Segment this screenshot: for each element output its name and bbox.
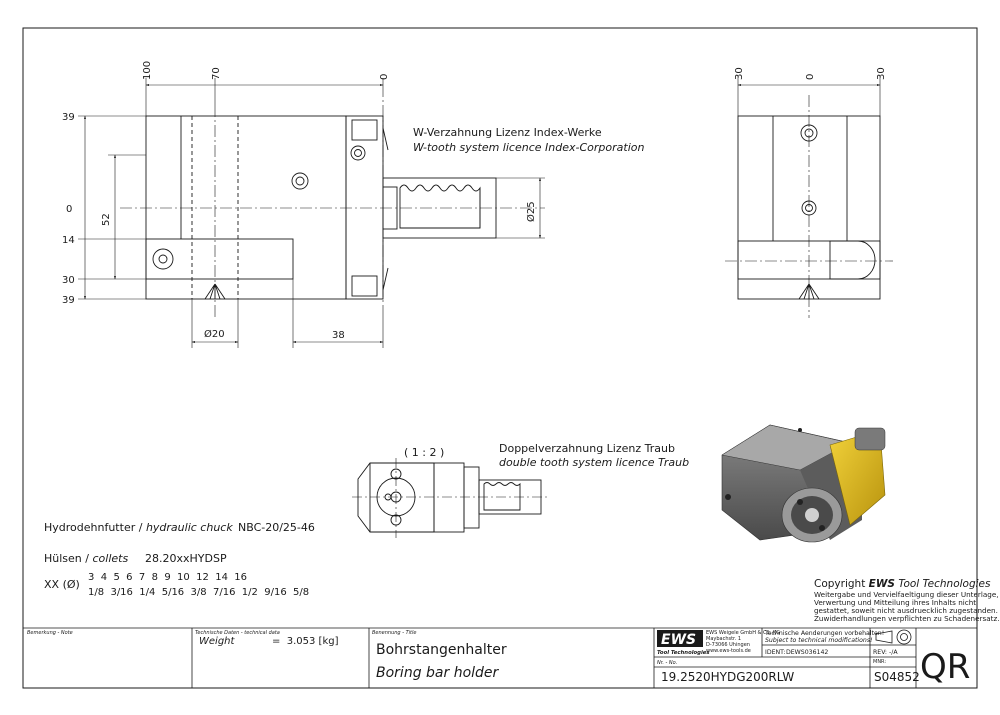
part-number: 19.2520HYDG200RLW <box>661 670 794 684</box>
dim-52: 52 <box>101 213 112 226</box>
sheet-border <box>22 27 978 689</box>
side-dim-30-right: 30 <box>876 67 887 80</box>
side-view <box>725 95 893 318</box>
ews-logo <box>657 630 703 647</box>
dim-38: 38 <box>332 330 345 341</box>
side-dim-0: 0 <box>805 74 816 80</box>
notice-de: Technische Aenderungen vorbehalten! <box>764 630 884 637</box>
nr-label: Nr. - No. <box>657 660 677 666</box>
company-line-3: D-73066 Uhingen <box>706 642 750 648</box>
dim-100: 100 <box>142 61 153 80</box>
detail-scale: ( 1 : 2 ) <box>404 446 444 459</box>
dim-shank-diameter: Ø25 <box>525 201 537 222</box>
copyright-title: Copyright EWS Tool Technologies <box>814 578 991 590</box>
dim-0-top: 0 <box>379 74 390 80</box>
remark-label: Bemerkung - Note <box>27 630 73 636</box>
mnr-label: MNR: <box>873 659 886 665</box>
dim-14: 14 <box>62 235 75 246</box>
note-w-tooth-de: W-Verzahnung Lizenz Index-Werke <box>413 126 602 139</box>
ident-value: DEWS036142 <box>786 649 828 656</box>
title-de: Bohrstangenhalter <box>376 642 507 658</box>
title-block <box>23 627 977 688</box>
dim-70: 70 <box>211 67 222 80</box>
note-double-tooth-en: double tooth system licence Traub <box>499 456 689 469</box>
rev-value: -/A <box>889 649 898 656</box>
company-line-4: www.ews-tools.de <box>706 648 751 654</box>
spec-xx-label: XX (Ø) <box>44 578 80 591</box>
tech-data-label: Technische Daten - technical data <box>195 630 280 636</box>
copyright-line-2: Verwertung und Mitteilung ihres Inhalts … <box>814 598 976 607</box>
ews-logo-sub: Tool Technologies <box>657 650 710 656</box>
notice-en: Subject to technical modifications! <box>765 636 873 644</box>
projection-symbol-icon <box>875 629 912 645</box>
dim-bore-diameter: Ø20 <box>204 328 225 340</box>
rev-label: REV: <box>873 649 887 656</box>
note-w-tooth-en: W-tooth system licence Index-Corporation <box>413 141 644 154</box>
note-double-tooth-de: Doppelverzahnung Lizenz Traub <box>499 442 675 455</box>
side-dimensions <box>737 78 881 116</box>
dim-39-top: 39 <box>62 112 75 123</box>
detail-view <box>352 458 550 538</box>
front-view <box>120 85 545 320</box>
weight-label: Weight <box>199 636 236 647</box>
dim-30: 30 <box>62 275 75 286</box>
company-line-1: EWS Weigele GmbH & Co. KG <box>706 630 780 636</box>
copyright-line-3: gestattet, soweit nicht ausdruecklich zu… <box>814 606 998 615</box>
side-dim-30-left: 30 <box>734 67 745 80</box>
title-en: Boring bar holder <box>376 665 500 681</box>
qr-mark: QR <box>920 647 970 687</box>
spec-xx-metric: 3 4 5 6 7 8 9 10 12 14 16 <box>88 572 247 583</box>
weight-value: = 3.053 [kg] <box>272 636 339 647</box>
dim-0-left: 0 <box>66 204 72 215</box>
mnr-value: S04852 <box>874 670 920 684</box>
isometric-render <box>721 424 886 543</box>
company-line-2: Maybachstr. 1 <box>706 636 741 642</box>
front-dimensions <box>78 78 545 348</box>
ews-logo-text: EWS <box>661 632 696 648</box>
dim-39-bottom: 39 <box>62 295 75 306</box>
title-label: Benennung - Title <box>372 630 416 636</box>
copyright-line-4: Zuwiderhandlungen verpflichten zu Schade… <box>814 614 1000 623</box>
copyright-line-1: Weitergabe und Vervielfaeltigung dieser … <box>814 590 999 599</box>
spec-xx-inch: 1/8 3/16 1/4 5/16 3/8 7/16 1/2 9/16 5/8 <box>88 587 309 598</box>
ident-label: IDENT: <box>765 649 785 656</box>
